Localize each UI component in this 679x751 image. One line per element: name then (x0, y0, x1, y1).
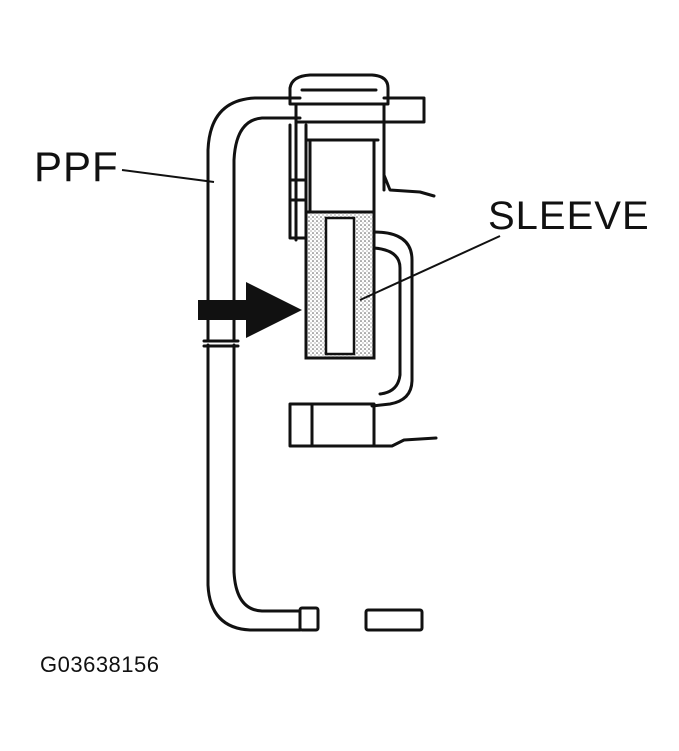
right-arrow-icon (198, 282, 302, 338)
lower-block (288, 402, 376, 448)
top-cap (288, 73, 390, 106)
ppf-leader-line (121, 169, 215, 183)
right-tab (382, 96, 426, 124)
coupling-loop-inner (372, 246, 402, 396)
lower-flange (372, 436, 438, 448)
ppf-label: PPF (34, 143, 119, 190)
coupling-loop (370, 230, 414, 408)
pipe-end-stub (298, 606, 320, 632)
ppf-break-mark (202, 339, 240, 348)
ppf-inner-wall (232, 116, 302, 613)
inner-stem (308, 138, 376, 214)
upper-body (294, 102, 386, 242)
ppf-outer-wall (206, 96, 302, 632)
figure-id: G03638156 (40, 652, 160, 677)
sleeve-label: SLEEVE (488, 194, 650, 238)
lower-right-stub (364, 608, 424, 632)
upper-flange (382, 173, 436, 198)
upper-body-lug-notch (288, 178, 308, 202)
sleeve-leader-line (359, 235, 501, 301)
sleeve (304, 210, 376, 360)
